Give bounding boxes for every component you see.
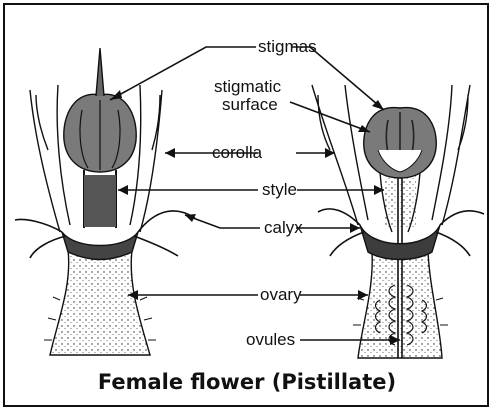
figure-caption: Female flower (Pistillate) [0,370,494,394]
label-calyx: calyx [264,219,303,237]
label-corolla: corolla [212,144,262,162]
left-flower-external [15,48,195,355]
right-flower-section [312,85,484,358]
label-stigmatic-line2: surface [222,96,278,114]
left-ovary [50,250,150,355]
label-stigmas: stigmas [258,38,317,56]
leader-stigmas-right [292,47,384,110]
label-ovary: ovary [260,286,302,304]
leader-stigmatic-surface [290,102,370,132]
leader-calyx-left [185,215,260,228]
right-ovary [358,252,442,358]
label-ovules: ovules [246,331,295,349]
label-stigmatic-line1: stigmatic [214,78,281,96]
right-calyx [360,225,440,260]
label-style: style [262,181,297,199]
